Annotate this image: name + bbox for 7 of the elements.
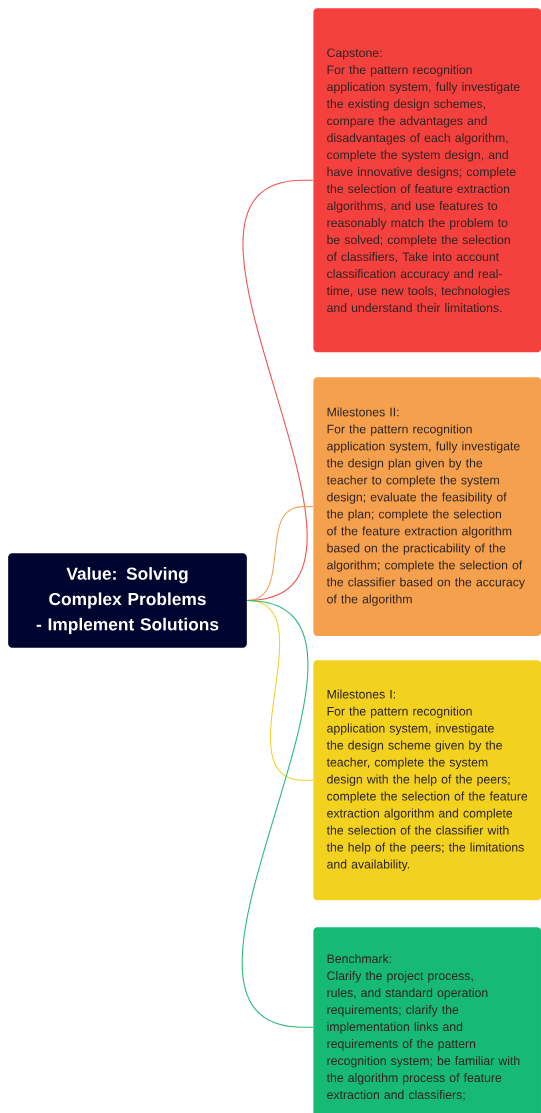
topic-box: Capstone: For the pattern recognition application system, fully investigate the existing design schemes, compare the advantages and disadvantages of each algorithm, complete the system design, and have innovative designs; complete the selection of feature extraction algorithms, and use features to reasonably match the problem to be solved; complete the selection of classifiers, Take into account classification accuracy and real-time, use new tools, technologies and understand their limitations. [313, 8, 541, 353]
topic-box: Value: Solving Complex Problems - Implement Solutions [8, 553, 247, 648]
connector [242, 179, 314, 602]
topic-box: Benchmark: Clarify the project process, rules, and standard operation requirements; clarify the implementation links and requirements of the pattern recognition system; be familiar with the algorithm process of feature extraction and classifiers; [313, 927, 541, 1113]
connector [241, 599, 314, 1028]
topic-box: Milestones I: For the pattern recognition application system, investigate the design scheme given by the teacher, complete the system design with the help of the peers; complete the selection of the feature extraction algorithm and complete the selection of the classifier with the help of the peers; the limitations and availability. [313, 660, 541, 901]
topic-box: Milestones II: For the pattern recognition application system, fully investigate the design plan given by the teacher to complete the system design; evaluate the feasibility of the plan; complete the selection of the feature extraction algorithm based on the practicability of the algorithm; complete the selection of the classifier based on the accuracy of the algorithm [313, 377, 541, 636]
